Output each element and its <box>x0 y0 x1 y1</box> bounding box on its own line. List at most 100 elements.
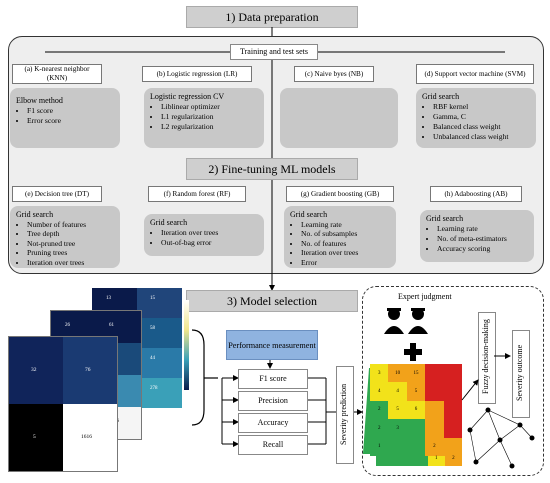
cm-value: 58 <box>150 326 155 331</box>
expert-judgment-title: Expert judgment <box>398 292 452 301</box>
risk-cell: 3 <box>370 364 389 383</box>
list-item: Number of features <box>27 220 114 230</box>
risk-cell: 1 <box>427 456 445 466</box>
risk-cell <box>388 437 407 456</box>
risk-cell <box>406 419 426 438</box>
severity-outcome-box <box>512 330 530 418</box>
list-item: F1 score <box>27 106 114 116</box>
gb-method: Grid search <box>290 210 328 219</box>
risk-matrix: 3 10 15 4 4 5 2 5 6 2 3 1 2 <box>370 364 462 456</box>
risk-cell <box>425 382 444 401</box>
risk-cell: 15 <box>406 364 426 383</box>
lr-list: Liblinear optimizer L1 regularization L2… <box>150 102 258 132</box>
cm-cell <box>137 348 182 378</box>
cm-value: 15 <box>150 296 155 301</box>
metric-precision: Precision <box>238 391 308 411</box>
cm-cell <box>137 288 182 318</box>
risk-cell <box>425 364 444 383</box>
list-item: Learning rate <box>437 224 528 234</box>
risk-cell: 4 <box>388 382 407 401</box>
model-title-dt: (e) Decision tree (DT) <box>12 186 102 202</box>
cm-cell <box>137 378 182 408</box>
model-title-nb: (c) Naive byes (NB) <box>294 66 374 82</box>
cm-cell <box>9 337 63 404</box>
cm-cell <box>63 337 117 404</box>
cm-value: 61 <box>109 323 114 328</box>
dt-list: Number of features Tree depth Not-pruned… <box>16 220 114 268</box>
model-body-gb: Grid search Learning rate No. of subsamp… <box>284 206 396 268</box>
list-item: Error score <box>27 116 114 126</box>
rf-method: Grid search <box>150 218 188 227</box>
risk-cell <box>443 382 462 401</box>
list-item: Unbalanced class weight <box>433 132 530 142</box>
list-item: Iteration over trees <box>301 248 390 258</box>
risk-cell: 6 <box>406 400 426 420</box>
cm-cell <box>137 318 182 348</box>
model-title-rf: (f) Random forest (RF) <box>148 186 246 202</box>
list-item: Balanced class weight <box>433 122 530 132</box>
gb-list: Learning rate No. of subsamples No. of f… <box>290 220 390 268</box>
risk-cell: 2 <box>370 419 389 438</box>
fuzzy-box <box>478 312 496 404</box>
cm-value: 1616 <box>81 434 92 440</box>
list-item: Liblinear optimizer <box>161 102 258 112</box>
confusion-matrix-colorbar <box>184 300 189 390</box>
list-item: Out-of-bag error <box>161 238 258 248</box>
model-title-svm: (d) Support vector machine (SVM) <box>416 64 534 84</box>
list-item: L1 regularization <box>161 112 258 122</box>
list-item: Accuracy scoring <box>437 244 528 254</box>
model-title-knn: (a) K-nearest neighbor (KNN) <box>12 64 102 84</box>
model-title-gb: (g) Gradient boosting (GB) <box>286 186 394 202</box>
risk-cell: 4 <box>370 382 389 401</box>
cm-value: 26 <box>65 323 70 328</box>
list-item: No. of features <box>301 239 390 249</box>
confusion-matrix-front: 32 76 5 1616 <box>8 336 118 472</box>
metric-accuracy: Accuracy <box>238 413 308 433</box>
cm-value: 5 <box>33 434 36 440</box>
ab-method: Grid search <box>426 214 464 223</box>
cm-value: 32 <box>31 367 37 373</box>
metric-recall: Recall <box>238 435 308 455</box>
severity-prediction-box <box>336 366 354 464</box>
lr-method: Logistic regression CV <box>150 92 225 101</box>
cm-cell <box>9 404 63 471</box>
list-item: Learning rate <box>301 220 390 230</box>
model-body-lr: Logistic regression CV Liblinear optimiz… <box>144 88 264 148</box>
risk-cell <box>425 400 444 420</box>
cm-value: 278 <box>150 386 158 391</box>
risk-cell <box>406 437 426 456</box>
training-test-sets: Training and test sets <box>230 44 318 60</box>
risk-cell <box>443 364 462 383</box>
list-item: No. of subsamples <box>301 229 390 239</box>
list-item: Gamma, C <box>433 112 530 122</box>
risk-cell: 3 <box>388 419 407 438</box>
svm-list: RBF kernel Gamma, C Balanced class weigh… <box>422 102 530 142</box>
svm-method: Grid search <box>422 92 460 101</box>
list-item: Tree depth <box>27 229 114 239</box>
model-body-ab: Grid search Learning rate No. of meta-es… <box>420 210 534 262</box>
list-item: Iteration over trees <box>161 228 258 238</box>
model-title-ab: (h) Adaboosting (AB) <box>430 186 522 202</box>
experts-icon <box>384 308 428 334</box>
model-title-lr: (b) Logistic regression (LR) <box>142 66 252 82</box>
model-body-nb <box>280 88 398 148</box>
ab-list: Learning rate No. of meta-estimators Acc… <box>426 224 528 254</box>
risk-cell: 5 <box>406 382 426 401</box>
list-item: Not-pruned tree <box>27 239 114 249</box>
knn-method: Elbow method <box>16 96 63 105</box>
risk-cell <box>425 419 444 438</box>
model-body-dt: Grid search Number of features Tree dept… <box>10 206 120 268</box>
list-item: Iteration over trees <box>27 258 114 268</box>
risk-cell <box>443 419 462 438</box>
knn-list: F1 score Error score <box>16 106 114 126</box>
cm-value: 44 <box>150 356 155 361</box>
model-body-rf: Grid search Iteration over trees Out-of-… <box>144 214 264 256</box>
performance-measurement: Performance measurement <box>226 330 318 360</box>
list-item: L2 regularization <box>161 122 258 132</box>
list-item: Error <box>301 258 390 268</box>
cm-cell <box>63 404 117 471</box>
risk-cell: 1 <box>370 437 389 456</box>
model-body-svm: Grid search RBF kernel Gamma, C Balanced… <box>416 88 536 148</box>
